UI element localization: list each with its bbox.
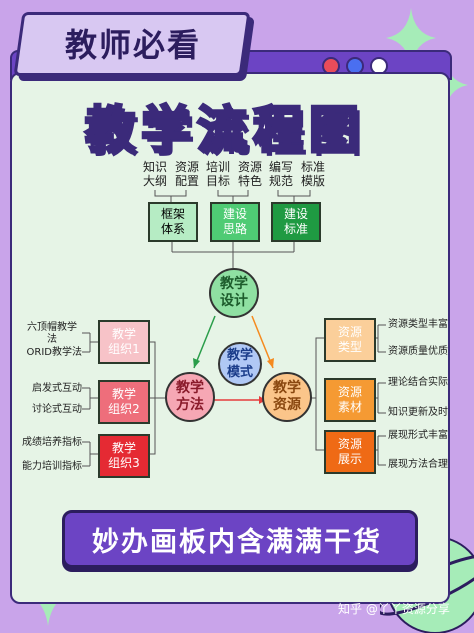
- right-label: 展现方法合理: [388, 459, 448, 470]
- box-standard: 建设 标准: [271, 202, 321, 242]
- box-resource-display: 资源 展示: [324, 430, 376, 474]
- footer-text: 妙办画板内含满满干货: [92, 527, 382, 558]
- box-framework: 框架 体系: [148, 202, 198, 242]
- top-label: 标准 模版: [300, 160, 325, 188]
- top-label: 资源 特色: [237, 160, 262, 188]
- page-title: 教学流程图: [84, 100, 365, 161]
- box-org-2: 教学 组织2: [98, 380, 150, 424]
- box-resource-material: 资源 素材: [324, 378, 376, 422]
- circle-mode: 教学 模式: [218, 342, 262, 386]
- box-approach: 建设 思路: [210, 202, 260, 242]
- right-label: 知识更新及时: [388, 407, 448, 418]
- right-label: 资源质量优质: [388, 346, 448, 357]
- footer-banner: [62, 510, 418, 568]
- right-label: 展现形式丰富: [388, 430, 448, 441]
- header-badge-text: 教师必看: [64, 26, 201, 64]
- left-label: 讨论式互动: [32, 404, 82, 415]
- left-label: 启发式互动: [32, 383, 82, 394]
- left-label: 成绩培养指标: [22, 437, 82, 448]
- circle-design: 教学 设计: [209, 268, 259, 318]
- box-org-1: 教学 组织1: [98, 320, 150, 364]
- top-label: 培训 目标: [205, 160, 230, 188]
- circle-method: 教学 方法: [165, 372, 215, 422]
- top-label: 资源 配置: [174, 160, 199, 188]
- sparkle-top-right-icon: [386, 8, 436, 68]
- top-label: 知识 大纲: [142, 160, 167, 188]
- right-label: 资源类型丰富: [388, 319, 448, 330]
- right-label: 理论结合实际: [388, 377, 448, 388]
- left-label: 六顶帽教学 法: [27, 322, 77, 345]
- box-resource-type: 资源 类型: [324, 318, 376, 362]
- left-label: ORID教学法: [26, 347, 82, 358]
- top-label: 编写 规范: [268, 160, 293, 188]
- left-label: 能力培训指标: [22, 461, 82, 472]
- watermark: 知乎 @丫丫资源分享: [338, 602, 450, 616]
- box-org-3: 教学 组织3: [98, 434, 150, 478]
- circle-resource: 教学 资源: [262, 372, 312, 422]
